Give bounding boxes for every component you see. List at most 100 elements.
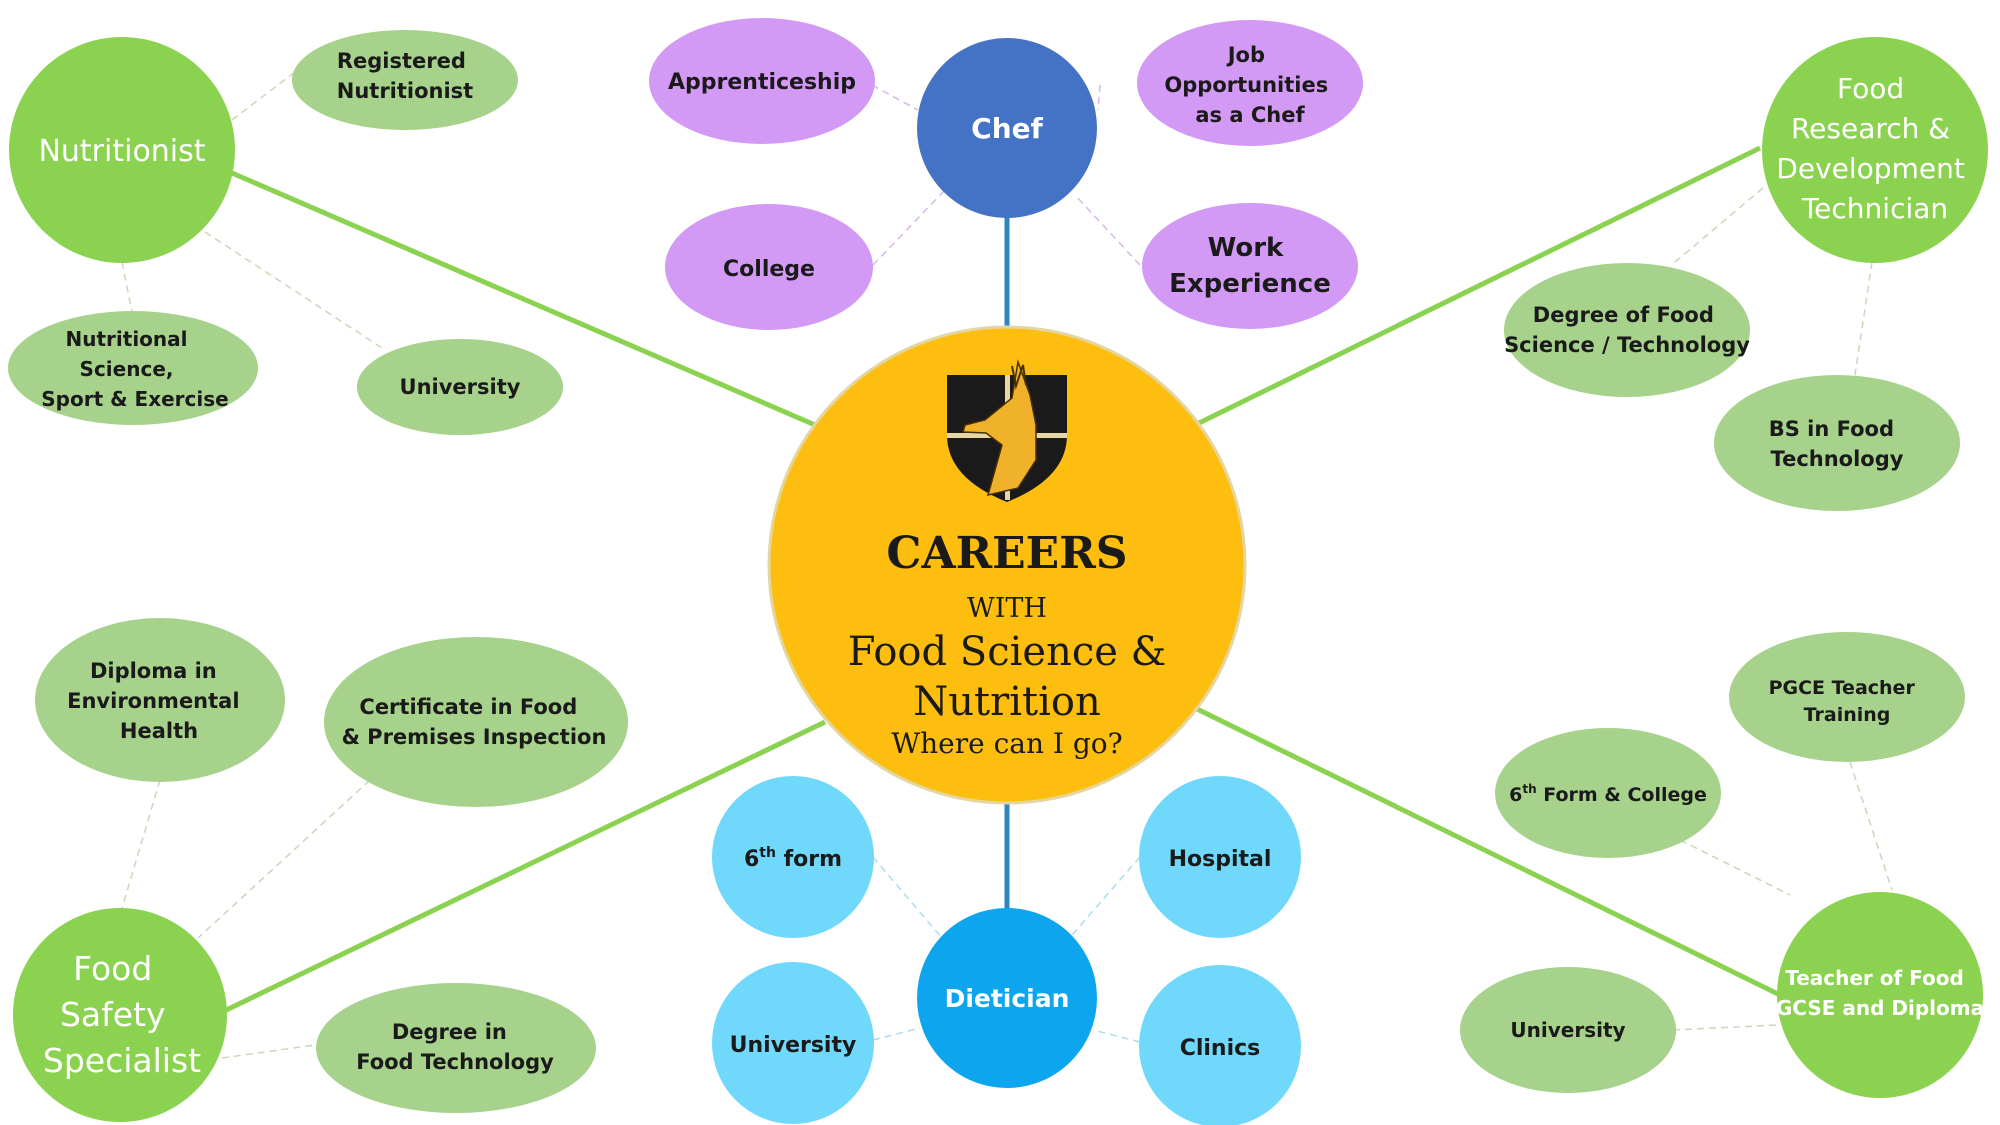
center-question: Where can I go?	[891, 727, 1122, 760]
job-opportunities-label: Job Opportunities as a Chef	[1164, 43, 1335, 127]
sixth-form-college-label: 6th Form & College	[1509, 782, 1707, 806]
food-safety-label: Food Safety Specialist	[43, 949, 201, 1080]
job-opportunities-line: Job	[1226, 43, 1265, 67]
center-subject-line1: Food Science &	[848, 629, 1166, 675]
center-node: CAREERS WITH Food Science & Nutrition Wh…	[767, 325, 1247, 805]
nutritional-science-line: Nutritional	[66, 327, 188, 351]
teacher-label: Teacher of Food GCSE and Diploma	[1776, 966, 1984, 1020]
bs-food-technology-node: BS in Food Technology	[1714, 375, 1960, 511]
food-rd-line: Food	[1837, 72, 1904, 105]
nutritional-science-node: Nutritional Science, Sport & Exercise	[8, 311, 258, 425]
sixth-form-sup: th	[759, 845, 776, 861]
teacher-university-node: University	[1460, 967, 1676, 1093]
diploma-line: Health	[120, 719, 198, 743]
center-subject-line2: Nutrition	[913, 679, 1100, 725]
sixth-form-college-node: 6th Form & College	[1495, 728, 1721, 858]
degree-food-technology-node: Degree in Food Technology	[316, 983, 596, 1113]
dietician-university-node: University	[712, 962, 874, 1124]
nutritionist-label: Nutritionist	[38, 134, 205, 169]
teacher-node: Teacher of Food GCSE and Diploma	[1776, 892, 1984, 1098]
food-safety-line: Specialist	[43, 1041, 201, 1080]
nutritional-science-line: Sport & Exercise	[41, 387, 228, 411]
work-experience-label: Work Experience	[1169, 233, 1331, 299]
degree-food-science-node: Degree of Food Science / Technology	[1504, 263, 1750, 397]
diploma-environmental-health-label: Diploma in Environmental Health	[67, 659, 247, 743]
nutritionist-university-label: University	[400, 375, 521, 399]
sixth-form-college-sup: th	[1522, 782, 1536, 796]
food-rd-node: Food Research & Development Technician	[1762, 37, 1988, 263]
sub-connector	[204, 231, 386, 351]
dietician-sixth-form-node: 6th form	[712, 776, 874, 938]
chef-job-opportunities-node: Job Opportunities as a Chef	[1137, 20, 1363, 146]
bs-food-technology-label: BS in Food Technology	[1769, 417, 1904, 471]
sub-connector	[1074, 194, 1141, 266]
pgce-label: PGCE Teacher Training	[1769, 677, 1922, 726]
sub-connector	[197, 779, 371, 939]
sub-connector	[872, 856, 943, 939]
sixth-form-label: 6th form	[744, 845, 842, 872]
diploma-line: Environmental	[67, 689, 239, 713]
sub-connector	[119, 779, 161, 916]
sub-connectors	[119, 71, 1893, 1059]
bs-food-technology-line: Technology	[1771, 447, 1904, 471]
degree-food-science-line: Science / Technology	[1504, 333, 1750, 357]
sub-connector	[231, 71, 296, 121]
sixth-form-base: 6	[744, 847, 759, 872]
bs-food-technology-line: BS in Food	[1769, 417, 1894, 441]
registered-nutritionist-node: Registered Nutritionist	[292, 30, 518, 130]
sub-connector	[1071, 856, 1141, 936]
connector-food-rd	[1193, 145, 1762, 428]
apprenticeship-label: Apprenticeship	[668, 70, 856, 95]
dietician-university-label: University	[730, 1033, 857, 1058]
academy-logo	[947, 359, 1067, 502]
sixth-form-rest: form	[776, 847, 842, 872]
sub-connector	[221, 1044, 316, 1059]
nutritionist-node: Nutritionist	[9, 37, 235, 263]
nutritional-science-line: Science,	[80, 357, 174, 381]
dietician-node: Dietician	[917, 908, 1097, 1088]
sub-connector	[1097, 84, 1101, 111]
food-safety-line: Food	[73, 949, 152, 988]
chef-label: Chef	[971, 112, 1043, 145]
sub-connector	[872, 1027, 921, 1041]
degree-food-technology-line: Degree in	[392, 1020, 507, 1044]
teacher-line: Teacher of Food	[1785, 966, 1964, 990]
chef-college-node: College	[665, 204, 873, 330]
food-rd-line: Technician	[1801, 192, 1948, 225]
connector-nutritionist	[231, 170, 816, 428]
certificate-food-premises-label: Certificate in Food & Premises Inspectio…	[342, 695, 607, 749]
food-rd-line: Development	[1776, 152, 1965, 185]
food-rd-label: Food Research & Development Technician	[1776, 72, 1973, 225]
registered-nutritionist-line: Nutritionist	[337, 79, 473, 103]
dietician-clinics-node: Clinics	[1139, 965, 1301, 1125]
sub-connector	[121, 261, 133, 313]
sub-connector	[1854, 261, 1873, 376]
degree-food-science-line: Degree of Food	[1533, 303, 1714, 327]
sub-connector	[1092, 1029, 1141, 1043]
nutritionist-university-node: University	[357, 339, 563, 435]
sub-connector	[1672, 1024, 1779, 1031]
job-opportunities-line: Opportunities	[1164, 73, 1328, 97]
sixth-form-college-rest: Form & College	[1537, 784, 1707, 806]
certificate-food-premises-node: Certificate in Food & Premises Inspectio…	[324, 637, 628, 807]
connector-food-safety	[218, 719, 827, 1016]
hospital-label: Hospital	[1169, 847, 1272, 872]
diploma-line: Diploma in	[90, 659, 217, 683]
center-with: WITH	[967, 593, 1047, 624]
job-opportunities-line: as a Chef	[1195, 103, 1305, 127]
connector-teacher	[1193, 705, 1782, 998]
degree-food-science-label: Degree of Food Science / Technology	[1504, 303, 1750, 357]
main-connectors	[218, 145, 1782, 1016]
pgce-line: Training	[1804, 704, 1891, 726]
work-experience-line: Experience	[1169, 269, 1331, 299]
sub-connector	[1849, 761, 1893, 891]
food-safety-node: Food Safety Specialist	[13, 908, 227, 1122]
food-rd-line: Research &	[1791, 112, 1950, 145]
work-experience-line: Work	[1208, 233, 1284, 263]
degree-food-technology-label: Degree in Food Technology	[356, 1020, 554, 1074]
college-label: College	[723, 257, 815, 282]
registered-nutritionist-line: Registered	[337, 49, 466, 73]
dietician-label: Dietician	[945, 984, 1070, 1013]
dietician-sub-connectors	[872, 856, 1141, 1043]
food-safety-line: Safety	[60, 995, 166, 1034]
